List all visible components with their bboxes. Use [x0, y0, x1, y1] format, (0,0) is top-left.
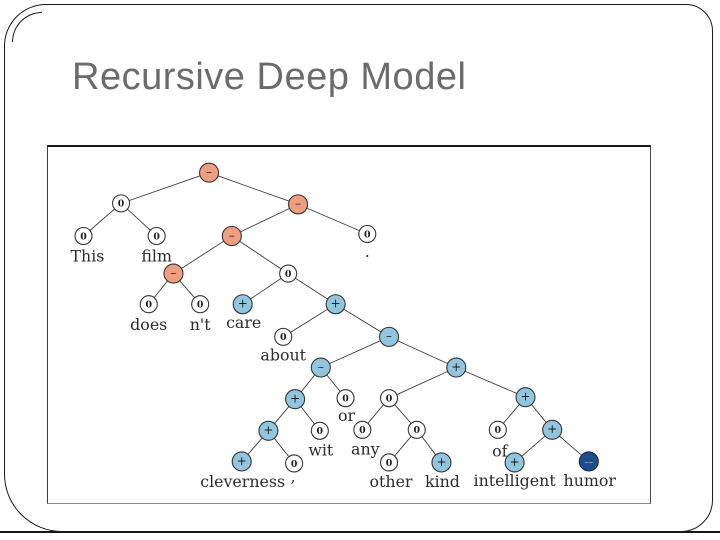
- tree-edge: [297, 203, 368, 235]
- node-sentiment-label: +: [263, 423, 273, 437]
- word-label: intelligent: [474, 471, 557, 490]
- node-sentiment-label: –: [229, 228, 235, 242]
- tree-node-positive: [504, 452, 525, 473]
- tree-edge: [231, 235, 289, 274]
- word-label: does: [130, 315, 167, 334]
- node-sentiment-label: 0: [413, 425, 420, 436]
- node-sentiment-label: +: [436, 455, 446, 469]
- word-label: .: [365, 242, 370, 261]
- tree-node-positive: [431, 452, 452, 473]
- tree-node-neutral: [147, 226, 166, 246]
- tree-node-neutral: [191, 295, 210, 314]
- word-label: care: [226, 313, 261, 332]
- node-sentiment-label: +: [237, 454, 247, 468]
- tree-node-positive: [231, 451, 252, 472]
- word-label: of: [492, 442, 509, 461]
- node-sentiment-label: +: [290, 392, 300, 406]
- tree-node-neutral: [488, 420, 507, 439]
- node-sentiment-label: 0: [291, 459, 298, 470]
- tree-node-neutral: [310, 421, 329, 440]
- node-sentiment-label: 0: [359, 425, 366, 436]
- tree-node-strong: [578, 451, 599, 472]
- tree-edge: [335, 303, 390, 338]
- word-label: humor: [564, 471, 617, 490]
- tree-node-neutral: [407, 420, 426, 439]
- tree-node-positive: [515, 387, 536, 408]
- tree-node-neutral: [379, 389, 399, 408]
- tree-node-neutral: [285, 454, 304, 473]
- node-sentiment-label: +: [451, 360, 461, 374]
- tree-node-neutral: [139, 295, 158, 314]
- node-sentiment-label: –: [206, 165, 212, 179]
- tree-node-positive: [310, 357, 331, 378]
- tree-edge: [120, 172, 210, 204]
- tree-node-neutral: [74, 226, 93, 246]
- word-label: kind: [425, 472, 460, 491]
- tree-node-neutral: [112, 194, 131, 213]
- node-sentiment-label: +: [238, 297, 248, 311]
- tree-node-positive: [446, 357, 467, 378]
- tree-node-negative: [221, 225, 242, 247]
- node-sentiment-label: 0: [197, 300, 204, 311]
- tree-edge: [320, 336, 390, 368]
- slide-title: Recursive Deep Model: [72, 56, 467, 98]
- tree-node-negative: [199, 162, 220, 183]
- node-sentiment-label: 0: [80, 231, 87, 242]
- tree-edge: [388, 336, 457, 368]
- node-sentiment-label: –: [295, 197, 301, 211]
- word-label: film: [141, 247, 172, 266]
- tree-node-positive: [379, 326, 400, 347]
- node-sentiment-label: –: [318, 360, 324, 374]
- tree-node-neutral: [358, 224, 377, 244]
- word-label: This: [70, 247, 104, 266]
- node-sentiment-label: +: [510, 455, 520, 469]
- tree-node-neutral: [279, 264, 298, 283]
- word-label: wit: [308, 441, 334, 460]
- node-sentiment-label: +: [331, 297, 341, 311]
- word-label: cleverness: [200, 472, 285, 491]
- bottom-rule: [0, 531, 720, 533]
- tree-node-neutral: [336, 389, 355, 408]
- word-label: ,: [291, 467, 296, 486]
- node-sentiment-label: 0: [386, 458, 393, 469]
- tree-node-positive: [285, 389, 306, 410]
- tree-node-positive: [542, 419, 563, 440]
- tree-node-positive: [325, 294, 346, 315]
- node-sentiment-label: +: [547, 422, 557, 436]
- node-sentiment-label: 0: [145, 300, 152, 311]
- node-sentiment-label: 0: [317, 426, 324, 437]
- tree-node-neutral: [379, 453, 399, 472]
- tree-node-positive: [258, 420, 279, 441]
- word-label: about: [260, 346, 306, 365]
- node-sentiment-label: 0: [153, 231, 160, 242]
- node-sentiment-label: +: [521, 390, 531, 404]
- tree-edge: [388, 367, 457, 399]
- node-sentiment-label: 0: [386, 394, 393, 405]
- node-sentiment-label: 0: [280, 332, 287, 343]
- tree-node-neutral: [353, 420, 372, 439]
- word-label: other: [370, 472, 413, 491]
- node-sentiment-label: 0: [495, 425, 502, 436]
- tree-node-negative: [163, 263, 184, 284]
- tree-edge: [173, 235, 233, 274]
- word-label: any: [351, 440, 380, 459]
- tree-edge: [456, 367, 526, 398]
- tree-node-positive: [232, 294, 253, 315]
- node-sentiment-label: –: [171, 266, 177, 280]
- node-sentiment-label: 0: [342, 394, 349, 405]
- word-label: or: [338, 406, 356, 425]
- node-sentiment-label: 0: [285, 269, 292, 280]
- node-sentiment-label: 0: [118, 199, 125, 210]
- word-label: n't: [190, 315, 212, 334]
- node-sentiment-label: ––: [584, 458, 593, 468]
- tree-edge: [283, 303, 336, 338]
- tree-edge: [231, 203, 299, 237]
- node-sentiment-label: 0: [364, 229, 371, 240]
- tree-edge: [208, 172, 299, 205]
- tree-node-negative: [288, 194, 309, 215]
- node-sentiment-label: –: [386, 329, 392, 343]
- tree-node-neutral: [274, 327, 293, 346]
